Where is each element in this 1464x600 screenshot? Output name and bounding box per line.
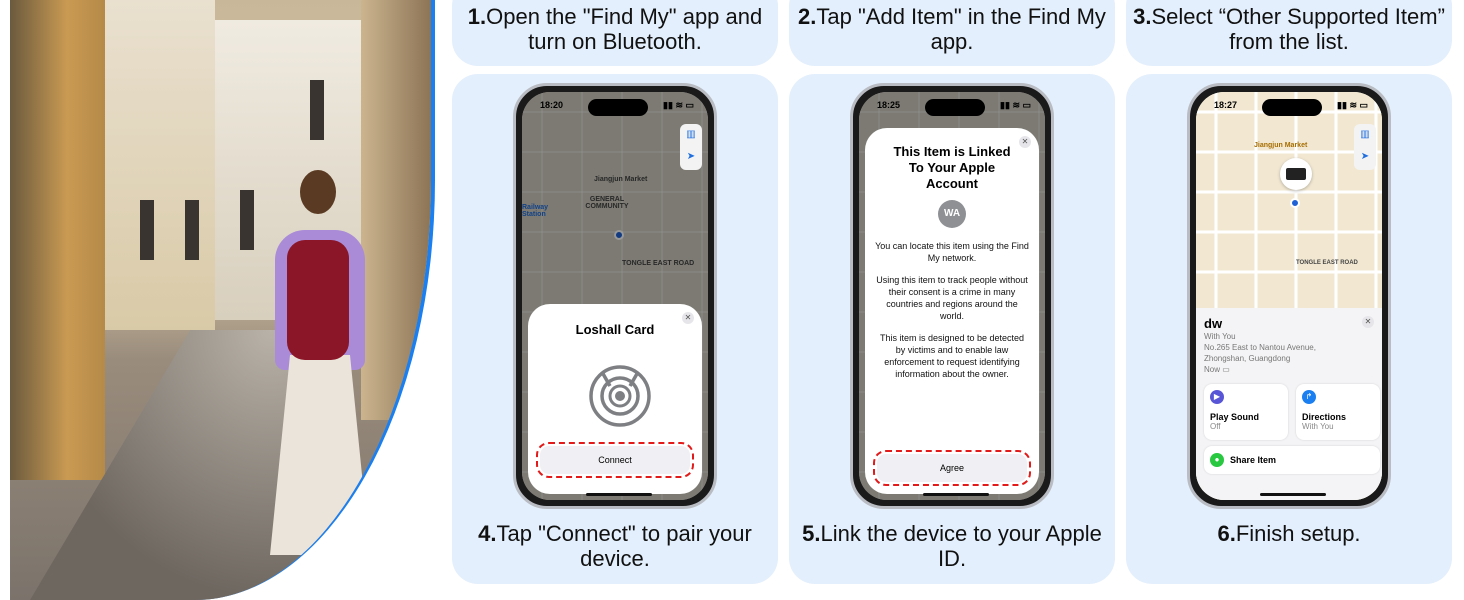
map-controls[interactable]: ▥➤	[1354, 124, 1376, 170]
close-icon[interactable]: ✕	[682, 312, 694, 324]
close-icon[interactable]: ✕	[1019, 136, 1031, 148]
status-time: 18:25	[877, 100, 901, 110]
map-controls[interactable]: ▥➤	[680, 124, 702, 170]
signal-wifi-battery-icon: ▮▮ ≋ ▭	[1337, 100, 1368, 110]
step-caption: 3.Select “Other Supported Item” from the…	[1133, 4, 1445, 54]
step-caption: 4.Tap "Connect" to pair your device.	[478, 521, 752, 571]
pairing-sheet: ✕ Loshall Card Connect	[528, 304, 702, 494]
item-detail-sheet: ✕ dw With You No.265 East to Nantou Aven…	[1196, 308, 1382, 500]
phone-mockup: Jiangjun Market GENERAL COMMUNITY Railwa…	[513, 83, 717, 509]
share-item-button[interactable]: ● Share Item	[1204, 446, 1380, 474]
info-text: You can locate this item using the Find …	[875, 241, 1029, 263]
map-label: TONGLE EAST ROAD	[1296, 260, 1358, 266]
link-account-sheet: ✕ This Item is Linked To Your Apple Acco…	[865, 128, 1039, 494]
window	[240, 190, 254, 250]
wall	[361, 0, 431, 420]
map-label: TONGLE EAST ROAD	[622, 260, 695, 267]
battery-icon: ▭	[1222, 365, 1230, 374]
step-6-panel: Jiangjun Market TONGLE EAST ROAD ▥➤ 18:2…	[1126, 74, 1452, 584]
map-label: Railway Station	[522, 204, 549, 218]
step-3-panel: 3.Select “Other Supported Item” from the…	[1126, 0, 1452, 66]
updated-time: Now	[1204, 365, 1221, 374]
hero-photo-woman-walking	[10, 0, 435, 600]
map-label: Jiangjun Market	[594, 176, 648, 183]
phone-mockup: 18:25 ▮▮ ≋ ▭ ✕ This Item is Linked To You…	[850, 83, 1054, 509]
people-icon: ●	[1210, 453, 1224, 467]
window	[185, 200, 199, 260]
step-caption: 2.Tap "Add Item" in the Find My app.	[798, 4, 1106, 54]
map-label: Jiangjun Market	[1254, 142, 1308, 149]
status-time: 18:27	[1214, 100, 1238, 110]
step-caption: 6.Finish setup.	[1217, 521, 1361, 546]
status-time: 18:20	[540, 100, 564, 110]
connect-button[interactable]: Connect	[536, 442, 694, 478]
step-2-panel: 2.Tap "Add Item" in the Find My app.	[789, 0, 1115, 66]
location-dot	[1290, 198, 1300, 208]
step-4-panel: Jiangjun Market GENERAL COMMUNITY Railwa…	[452, 74, 778, 584]
item-address: No.265 East to Nantou Avenue, Zhongshan,…	[1204, 343, 1316, 363]
wall	[10, 0, 105, 480]
step-5-panel: 18:25 ▮▮ ≋ ▭ ✕ This Item is Linked To You…	[789, 74, 1115, 584]
map-label: GENERAL COMMUNITY	[585, 196, 629, 210]
step-1-panel: 1.Open the "Find My" app and turn on Blu…	[452, 0, 778, 66]
play-icon: ▶	[1210, 390, 1224, 404]
window	[140, 200, 154, 260]
item-pin[interactable]	[1280, 158, 1312, 190]
info-text: This item is designed to be detected by …	[879, 333, 1025, 379]
woman-with-backpack	[265, 170, 375, 580]
close-icon[interactable]: ✕	[1362, 316, 1374, 328]
avatar: WA	[938, 200, 966, 228]
sheet-title: Loshall Card	[575, 322, 655, 337]
sheet-title: This Item is Linked To Your Apple Accoun…	[893, 144, 1011, 191]
signal-wifi-battery-icon: ▮▮ ≋ ▭	[1000, 100, 1031, 110]
warning-text: Using this item to track people without …	[876, 275, 1028, 321]
phone-mockup: Jiangjun Market TONGLE EAST ROAD ▥➤ 18:2…	[1187, 83, 1391, 509]
find-my-radar-icon	[589, 365, 651, 427]
building	[105, 0, 215, 330]
agree-button[interactable]: Agree	[873, 450, 1031, 486]
location-dot	[614, 230, 624, 240]
step-caption: 1.Open the "Find My" app and turn on Blu…	[467, 4, 763, 54]
balcony	[310, 80, 324, 140]
item-name: dw	[1204, 316, 1223, 331]
signal-wifi-battery-icon: ▮▮ ≋ ▭	[663, 100, 694, 110]
step-caption: 5.Link the device to your Apple ID.	[802, 521, 1102, 571]
item-status: With You	[1204, 332, 1236, 341]
directions-icon: ↱	[1302, 390, 1316, 404]
